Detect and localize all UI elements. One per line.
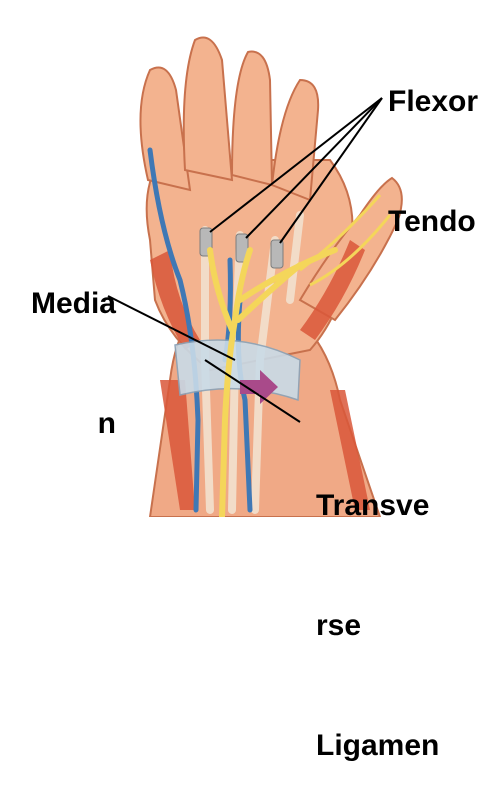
label-median-line-2: n bbox=[12, 404, 116, 444]
label-median-line-1: Media bbox=[12, 284, 116, 324]
label-transverse-line-3: Ligamen bbox=[316, 726, 439, 766]
label-median-nerve: Media n bbox=[12, 204, 116, 484]
label-flexor-line-1: Flexor bbox=[388, 82, 478, 122]
label-transverse-line-1: Transve bbox=[316, 486, 439, 526]
label-transverse-ligament: Transve rse Ligamen bbox=[316, 406, 439, 806]
label-flexor-tendons: Flexor Tendo bbox=[388, 2, 478, 282]
label-flexor-line-2: Tendo bbox=[388, 202, 478, 242]
label-transverse-line-2: rse bbox=[316, 606, 439, 646]
